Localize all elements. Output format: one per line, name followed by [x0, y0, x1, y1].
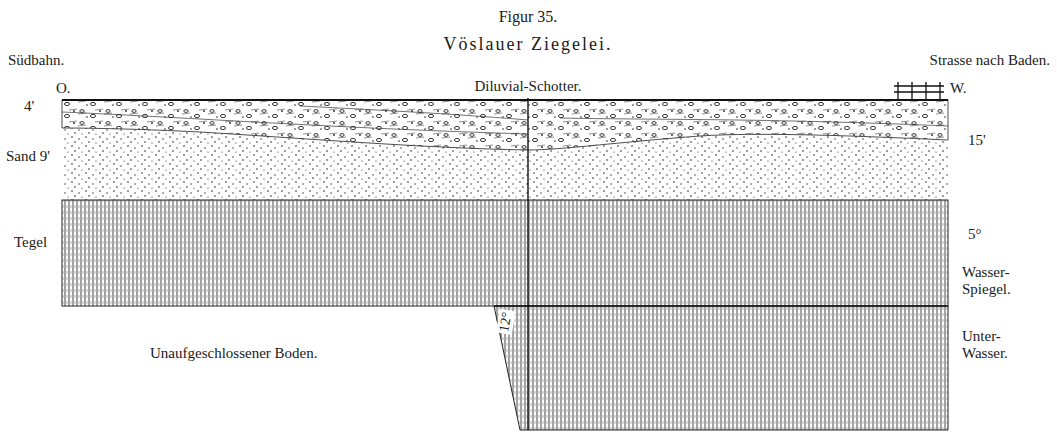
pit-below-water [494, 306, 948, 430]
layer-name: Tegel [14, 234, 47, 251]
figure-title: Vöslauer Ziegelei. [444, 34, 613, 55]
ground-label: Unaufgeschlossener Boden. [150, 345, 317, 362]
thickness-label: 4' [24, 98, 34, 115]
depth-label: 5° [968, 226, 982, 243]
place-name: Südbahn. [8, 52, 64, 69]
fence-symbol [894, 82, 944, 99]
direction-label: O. [56, 80, 71, 97]
ground-surface [62, 99, 948, 101]
gravel-layer [62, 100, 948, 150]
thickness-label: 15' [968, 132, 986, 149]
tegel-layer [62, 200, 948, 306]
water-level-line [494, 305, 948, 307]
water-label: Unter-Wasser. [962, 328, 1032, 363]
layer-name: Sand 9' [6, 148, 50, 165]
layer-name: Diluvial-Schotter. [474, 78, 581, 95]
water-level-label: Wasser-Spiegel. [962, 264, 1032, 299]
bedding-lines [62, 106, 948, 134]
section-line [527, 98, 528, 430]
sand-layer [62, 100, 948, 200]
direction-label: W. [950, 80, 967, 97]
figure-number: Figur 35. [499, 8, 558, 26]
place-name: Strasse nach Baden. [930, 52, 1050, 69]
